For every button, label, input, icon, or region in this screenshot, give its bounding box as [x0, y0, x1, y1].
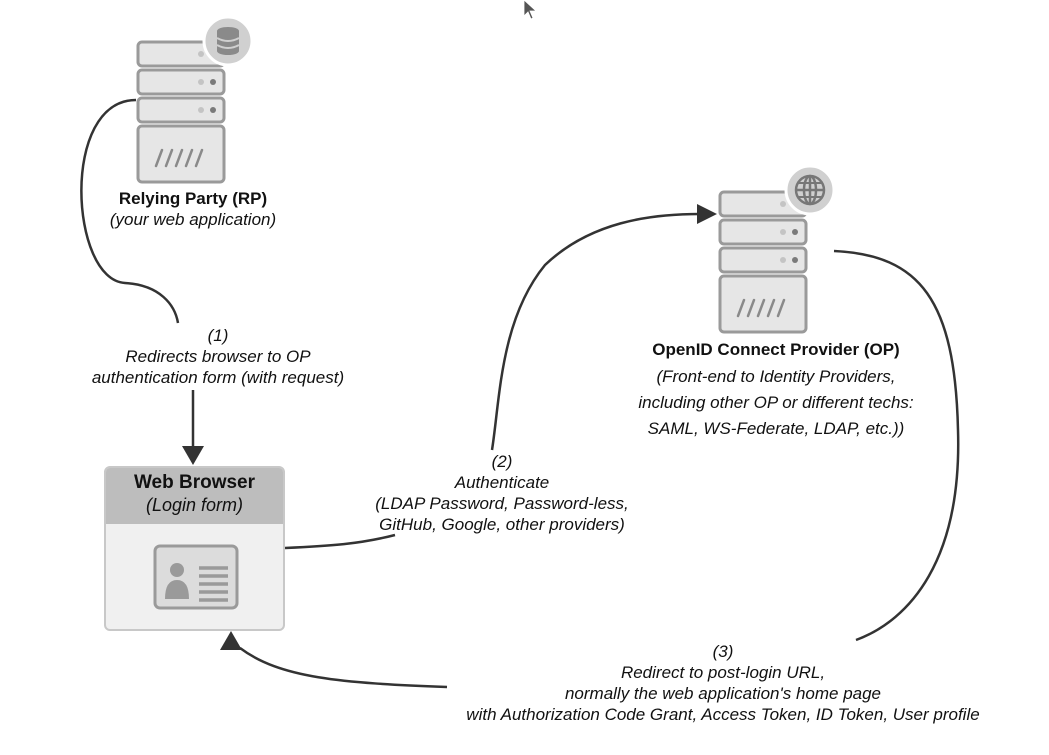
edge-2-arrowhead — [697, 204, 717, 224]
op-description-line-2: including other OP or different techs: — [638, 393, 914, 412]
web-browser-header: Web Browser (Login form) — [106, 468, 283, 524]
edge-2-line-lower — [284, 533, 396, 550]
edge-3-line-3: with Authorization Code Grant, Access To… — [466, 705, 980, 724]
rp-subtitle: (your web application) — [109, 210, 277, 229]
web-browser-subtitle: (Login form) — [145, 495, 244, 515]
edge-1-line-2: authentication form (with request) — [91, 368, 345, 387]
edge-1-label: (1) Redirects browser to OP authenticati… — [58, 325, 378, 388]
rp-label: Relying Party (RP) (your web application… — [73, 188, 313, 230]
id-card-icon — [153, 544, 239, 610]
rp-title: Relying Party (RP) — [118, 189, 268, 208]
op-label: OpenID Connect Provider (OP) (Front-end … — [596, 339, 956, 442]
edge-2-step: (2) — [491, 452, 513, 471]
edge-2-line-upper — [490, 212, 701, 451]
op-description-line-3: SAML, WS-Federate, LDAP, etc.)) — [647, 419, 905, 438]
edge-3-line-upper — [833, 249, 960, 642]
op-title: OpenID Connect Provider (OP) — [652, 340, 900, 359]
edge-2-line-1: Authenticate — [454, 473, 550, 492]
edge-3-line-1: Redirect to post-login URL, — [620, 663, 826, 682]
mouse-cursor-icon — [523, 0, 538, 20]
op-description-line-1: (Front-end to Identity Providers, — [656, 367, 896, 386]
web-browser-title: Web Browser — [133, 472, 256, 493]
rp-server-icon — [136, 40, 226, 184]
edge-1-arrowhead — [182, 446, 204, 465]
edge-3-step: (3) — [712, 642, 734, 661]
edge-3-line-lower — [239, 646, 448, 689]
web-browser-node: Web Browser (Login form) — [104, 466, 285, 631]
edge-1-line-1: Redirects browser to OP — [125, 347, 311, 366]
edge-3-arrowhead — [220, 631, 242, 650]
globe-icon — [784, 164, 836, 216]
edge-1-step: (1) — [207, 326, 229, 345]
edge-3-line-2: normally the web application's home page — [564, 684, 882, 703]
database-icon — [202, 15, 254, 67]
edge-1-line — [80, 98, 180, 324]
op-server-icon — [718, 190, 808, 334]
edge-3-label: (3) Redirect to post-login URL, normally… — [437, 641, 1009, 725]
edge-2-line-3: GitHub, Google, other providers) — [379, 515, 625, 534]
edge-2-label: (2) Authenticate (LDAP Password, Passwor… — [352, 451, 652, 535]
edge-2-line-2: (LDAP Password, Password-less, — [375, 494, 629, 513]
